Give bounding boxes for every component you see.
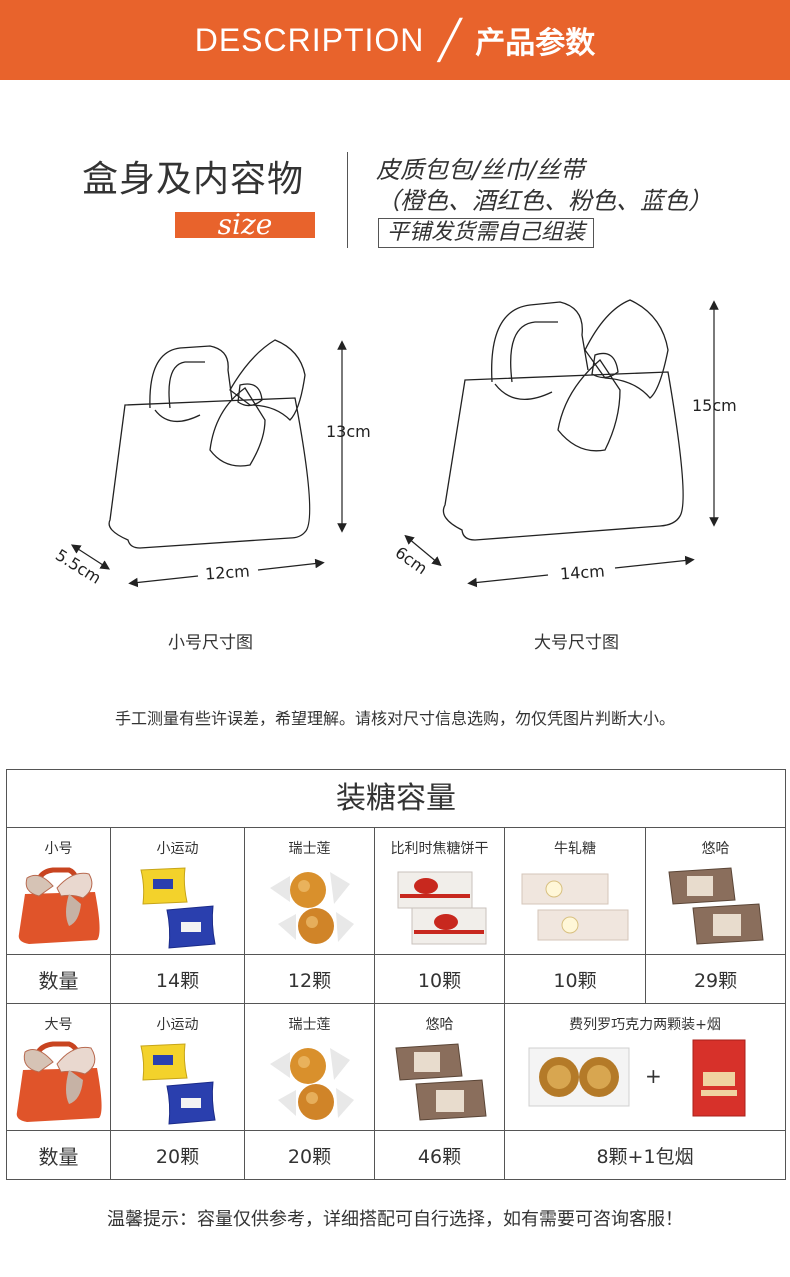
yuha-candy-icon xyxy=(667,867,764,945)
item-name: 比利时焦糖饼干 xyxy=(390,841,489,857)
orange-bag-icon xyxy=(18,867,100,944)
small-item-cell: 比利时焦糖饼干 xyxy=(374,827,505,955)
table-row: 小号 小运动 瑞士莲 xyxy=(6,827,787,955)
item-name: 费列罗巧克力两颗装+烟 xyxy=(569,1017,721,1033)
qty-label: 数量 xyxy=(6,954,111,1004)
small-depth-arrow xyxy=(70,544,111,570)
large-width-arrow-left xyxy=(467,574,549,588)
large-item-cell: 费列罗巧克力两颗装+烟 + xyxy=(503,1003,787,1131)
large-width-arrow-right xyxy=(614,555,695,569)
large-depth-label: 6cm xyxy=(392,543,431,578)
measure-note: 手工测量有些许误差，希望理解。请核对尺寸信息选购，勿仅凭图片判断大小。 xyxy=(114,709,675,728)
large-bag-outline-icon xyxy=(442,299,684,541)
item-name: 瑞士莲 xyxy=(288,841,331,857)
materials-text: 皮质包包/丝巾/丝带 xyxy=(376,156,585,184)
qty-value: 12颗 xyxy=(244,954,375,1004)
size-label-small: 小号 xyxy=(44,841,73,857)
cigarette-pack-icon xyxy=(692,1039,746,1117)
qty-value: 29颗 xyxy=(644,954,787,1004)
item-name: 牛轧糖 xyxy=(554,841,596,857)
table-row: 大号 小运动 瑞士莲 xyxy=(6,1003,787,1131)
ferrero-icon xyxy=(528,1047,630,1107)
qty-value: 20颗 xyxy=(244,1130,375,1180)
qty-value: 10颗 xyxy=(504,954,646,1004)
item-name: 悠哈 xyxy=(425,1017,454,1033)
colors-text: （橙色、酒红色、粉色、蓝色） xyxy=(376,187,712,215)
small-size-caption: 小号尺寸图 xyxy=(168,633,253,653)
capacity-table: 装糖容量 小号 小运动 瑞士莲 xyxy=(5,769,787,1180)
qty-value: 8颗+1包烟 xyxy=(503,1130,787,1180)
header-title-en: DESCRIPTION xyxy=(194,21,425,58)
bottom-note: 温馨提示：容量仅供参考，详细搭配可自行选择，如有需要可咨询客服！ xyxy=(107,1209,683,1230)
table-row: 数量 14颗 12颗 10颗 10颗 29颗 xyxy=(6,954,787,1004)
large-size-caption: 大号尺寸图 xyxy=(534,633,619,653)
capacity-title: 装糖容量 xyxy=(5,769,787,828)
item-name: 瑞士莲 xyxy=(288,1017,331,1033)
large-item-cell: 瑞士莲 xyxy=(244,1003,375,1131)
small-bag-cell: 小号 xyxy=(6,827,111,955)
table-row: 数量 20颗 20颗 46颗 8颗+1包烟 xyxy=(6,1130,787,1180)
assembly-note: 平铺发货需自己组装 xyxy=(378,218,595,248)
section-title: 盒身及内容物 xyxy=(82,159,305,200)
header-title-cn: 产品参数 xyxy=(475,26,596,61)
header-banner: DESCRIPTION ╱ 产品参数 xyxy=(0,0,790,80)
large-item-cell: 悠哈 xyxy=(374,1003,505,1131)
small-width-label: 12cm xyxy=(204,562,250,584)
large-width-label: 14cm xyxy=(559,561,605,583)
small-width-arrow-left xyxy=(128,575,199,588)
ritter-sport-icon xyxy=(139,867,216,949)
small-item-cell: 牛轧糖 xyxy=(504,827,646,955)
item-name: 小运动 xyxy=(156,841,199,857)
orange-bag-icon xyxy=(16,1041,102,1122)
lindor-icon xyxy=(269,1048,354,1120)
small-depth-label: 5.5cm xyxy=(52,545,104,588)
small-item-cell: 瑞士莲 xyxy=(244,827,375,955)
large-height-label: 15cm xyxy=(692,396,737,415)
item-name: 小运动 xyxy=(156,1017,199,1033)
small-bag-outline-icon xyxy=(108,339,311,549)
bag-dimension-diagrams: 13cm 12cm 5.5cm 15cm 14cm 6cm xyxy=(52,299,737,588)
qty-value: 20颗 xyxy=(110,1130,245,1180)
size-label-large: 大号 xyxy=(44,1017,73,1033)
divider-line xyxy=(347,152,348,248)
item-name: 悠哈 xyxy=(701,841,730,857)
lotus-biscoff-icon xyxy=(397,871,486,945)
large-item-cell: 小运动 xyxy=(110,1003,245,1131)
small-height-label: 13cm xyxy=(326,422,371,441)
large-depth-arrow xyxy=(404,534,442,567)
large-bag-cell: 大号 xyxy=(6,1003,111,1131)
ritter-sport-icon xyxy=(139,1043,216,1125)
size-tag: size xyxy=(175,211,315,239)
qty-label: 数量 xyxy=(6,1130,111,1180)
qty-value: 10颗 xyxy=(374,954,505,1004)
small-item-cell: 悠哈 xyxy=(644,827,787,955)
lindor-icon xyxy=(269,872,354,944)
nougat-icon xyxy=(521,873,629,941)
qty-value: 46颗 xyxy=(374,1130,505,1180)
yuha-candy-icon xyxy=(394,1043,487,1121)
qty-value: 14颗 xyxy=(110,954,245,1004)
small-width-arrow-right xyxy=(257,558,325,571)
header-divider: ╱ xyxy=(438,18,462,62)
small-item-cell: 小运动 xyxy=(110,827,245,955)
plus-sign: + xyxy=(645,1064,662,1088)
